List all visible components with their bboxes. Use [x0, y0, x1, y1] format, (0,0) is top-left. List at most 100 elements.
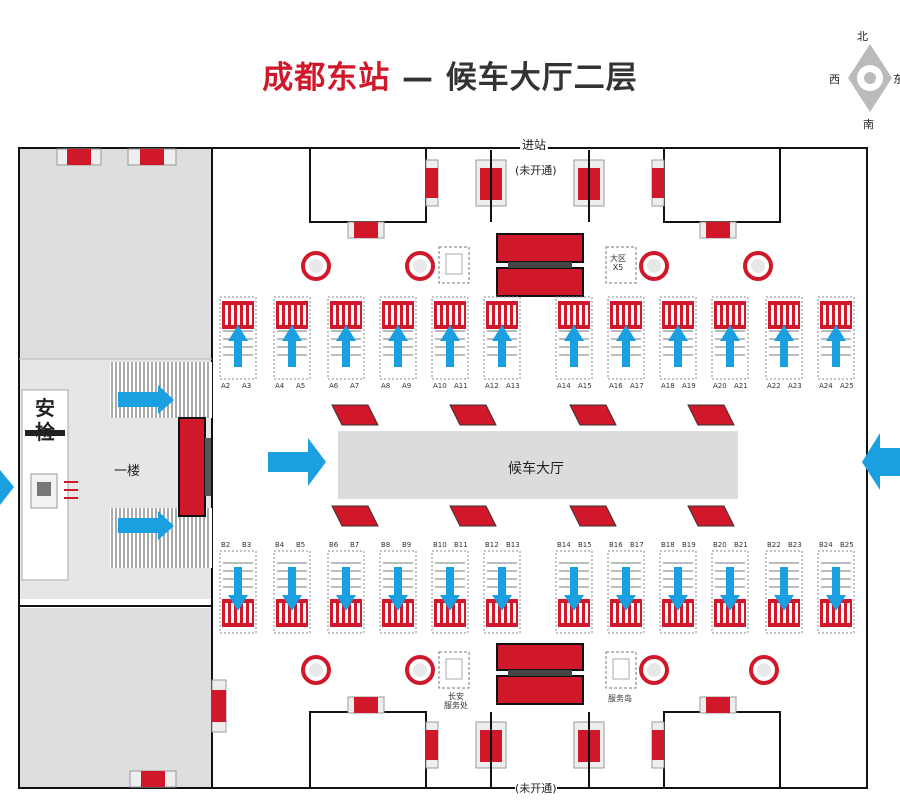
arrow-up-icon: [388, 325, 408, 367]
gate-b-label: B18: [661, 541, 675, 549]
ticket-gate-group: [219, 550, 257, 634]
gate-a-label: A13: [506, 382, 520, 390]
left-area-bottom: [20, 608, 212, 787]
gate-b-label: B14: [557, 541, 571, 549]
ticket-gate-group: [765, 296, 803, 380]
central-escalator-bottom: [496, 643, 584, 705]
arrow-down-icon: [228, 567, 248, 611]
red-marker-icon: [331, 505, 379, 527]
ticket-gate-group: [659, 550, 697, 634]
arrow-down-icon: [826, 567, 846, 611]
arrow-down-icon: [440, 567, 460, 611]
gate-b-label: B11: [454, 541, 468, 549]
gate-a-label: A19: [682, 382, 696, 390]
red-marker-icon: [449, 505, 497, 527]
first-floor-label: 一楼: [114, 464, 141, 479]
service-desk-bottom-right: [605, 651, 637, 689]
arrow-east-to-hall-icon: [862, 433, 900, 490]
gate-a-label: A14: [557, 382, 571, 390]
gate-a-label: A10: [433, 382, 447, 390]
elevator-d-icon: [743, 251, 773, 281]
ticket-gate-group: [273, 296, 311, 380]
gate-b-label: B21: [734, 541, 748, 549]
ticket-gate-group: [379, 296, 417, 380]
room-bottom-left: [309, 711, 427, 789]
gate-b-label: B6: [329, 541, 339, 549]
ticket-gate-group: [607, 296, 645, 380]
gate-a-label: A11: [454, 382, 468, 390]
compass-south: 南: [863, 118, 874, 131]
gate-a-label: A24: [819, 382, 833, 390]
station-name: 成都东站: [262, 60, 391, 96]
gate-b-label: B24: [819, 541, 833, 549]
ticket-gate-group: [483, 550, 521, 634]
gate-a-label: A9: [402, 382, 412, 390]
gate-b-label: B13: [506, 541, 520, 549]
arrow-up-icon: [826, 325, 846, 367]
red-marker-icon: [687, 505, 735, 527]
elevator-d-icon: [301, 655, 331, 685]
gate-b-label: B19: [682, 541, 696, 549]
ticket-gate-group: [431, 296, 469, 380]
gate-b-label: B22: [767, 541, 781, 549]
gate-a-label: A4: [275, 382, 285, 390]
arrow-west-to-hall-icon: [268, 438, 326, 486]
gate-a-label: A6: [329, 382, 339, 390]
gate-b-label: B10: [433, 541, 447, 549]
arrow-up-icon: [564, 325, 584, 367]
elevator-d-icon: [639, 655, 669, 685]
red-marker-icon: [687, 404, 735, 426]
red-marker-icon: [449, 404, 497, 426]
gate-a-label: A23: [788, 382, 802, 390]
gate-a-label: A25: [840, 382, 854, 390]
arrow-up-icon: [774, 325, 794, 367]
elevator-d-icon: [301, 251, 331, 281]
gate-b-label: B5: [296, 541, 306, 549]
room-top-right: [663, 147, 781, 223]
security-label: 安检: [35, 396, 55, 444]
arrow-upper-escalator-icon: [118, 385, 174, 414]
gate-a-label: A7: [350, 382, 360, 390]
gate-b-label: B12: [485, 541, 499, 549]
gate-b-label: B9: [402, 541, 412, 549]
gate-a-label: A21: [734, 382, 748, 390]
red-marker-icon: [569, 505, 617, 527]
arrow-up-icon: [282, 325, 302, 367]
arrow-up-icon: [228, 325, 248, 367]
gate-a-label: A15: [578, 382, 592, 390]
gate-a-label: A22: [767, 382, 781, 390]
elevator-d-icon: [749, 655, 779, 685]
waiting-hall-area: [338, 431, 738, 499]
left-area-top: [20, 149, 212, 359]
arrow-up-icon: [440, 325, 460, 367]
ticket-gate-group: [273, 550, 311, 634]
gate-a-label: A17: [630, 382, 644, 390]
gate-b-label: B17: [630, 541, 644, 549]
gate-b-label: B23: [788, 541, 802, 549]
entrance-arrow-left-icon: [0, 470, 14, 505]
gate-b-label: B2: [221, 541, 231, 549]
gate-a-label: A2: [221, 382, 231, 390]
gate-b-label: B7: [350, 541, 360, 549]
arrow-down-icon: [616, 567, 636, 611]
arrow-down-icon: [388, 567, 408, 611]
arrow-down-icon: [564, 567, 584, 611]
compass-icon: [848, 44, 892, 112]
gate-b-label: B8: [381, 541, 391, 549]
title-dash: —: [402, 60, 434, 96]
ticket-gate-group: [483, 296, 521, 380]
gate-a-label: A18: [661, 382, 675, 390]
entrance-top-status: (未开通): [515, 162, 557, 178]
elevator-d-icon: [405, 655, 435, 685]
ticket-gate-group: [327, 550, 365, 634]
ticket-gate-group: [711, 550, 749, 634]
desk-bottom-right-label: 服务岛: [608, 694, 632, 703]
compass-north: 北: [857, 30, 868, 43]
gate-a-label: A12: [485, 382, 499, 390]
gate-a-label: A8: [381, 382, 391, 390]
gate-b-label: B25: [840, 541, 854, 549]
ticket-gate-group: [379, 550, 417, 634]
elevator-d-icon: [639, 251, 669, 281]
arrow-down-icon: [668, 567, 688, 611]
